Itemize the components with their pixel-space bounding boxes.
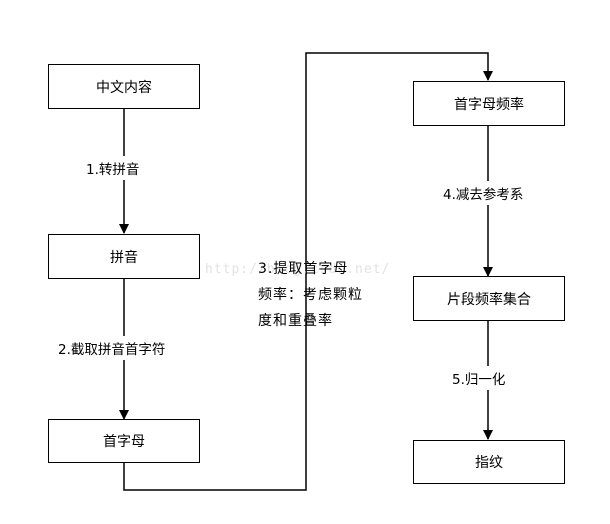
- label-step3-line2: 频率：考虑颗粒: [258, 287, 363, 303]
- label-step2: 2.截取拼音首字符: [58, 336, 166, 360]
- label-step3: 3.提取首字母 频率：考虑颗粒 度和重叠率: [258, 256, 363, 334]
- watermark: http://blog.csdn.net/: [205, 262, 391, 277]
- node-pinyin: 拼音: [48, 234, 200, 279]
- node-initials: 首字母: [48, 419, 200, 463]
- node-fingerprint: 指纹: [413, 440, 565, 484]
- node-initial-frequency: 首字母频率: [413, 81, 565, 126]
- arrow-initials-to-frequency: [123, 52, 493, 491]
- node-segment-frequency-set: 片段频率集合: [413, 276, 565, 321]
- label-step3-line1: 3.提取首字母: [258, 261, 349, 277]
- label-step4: 4.减去参考系: [443, 181, 524, 205]
- label-step5: 5.归一化: [452, 366, 506, 390]
- label-step1: 1.转拼音: [86, 156, 140, 180]
- node-chinese-content: 中文内容: [48, 64, 200, 109]
- label-step3-line3: 度和重叠率: [258, 313, 333, 329]
